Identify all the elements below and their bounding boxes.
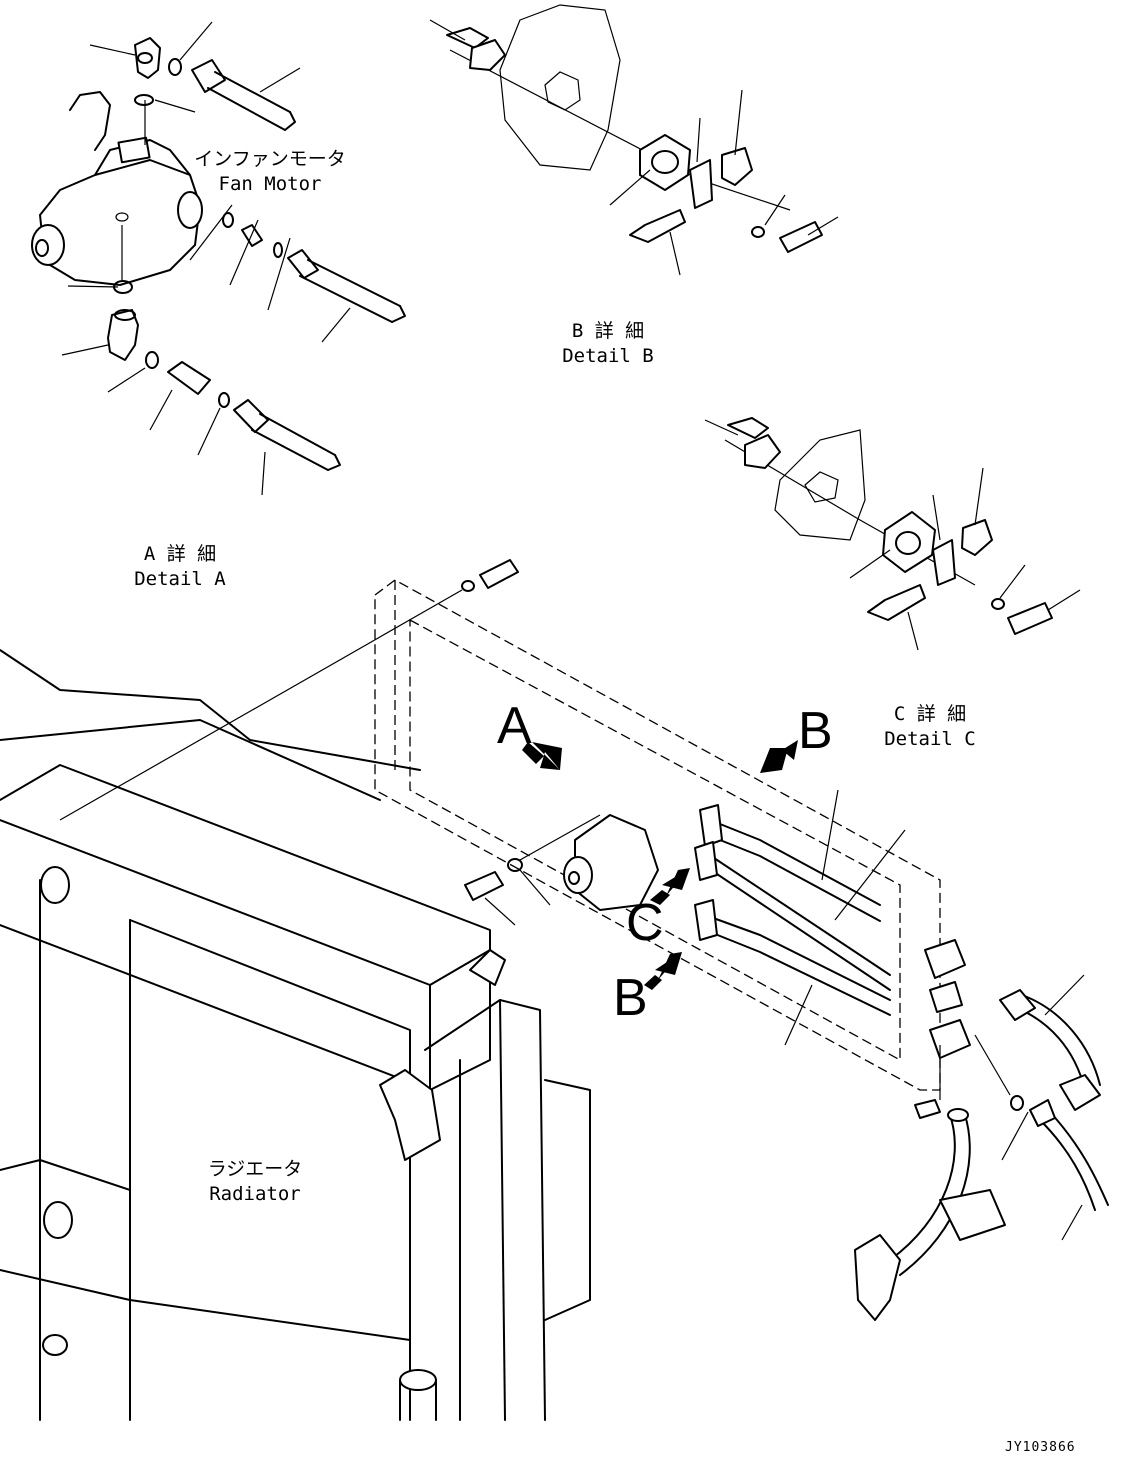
view-marker-a: A [497, 697, 532, 755]
main-assembly [0, 559, 1109, 1421]
flange-b [639, 134, 691, 191]
detail-a-title-jp: A 詳 細 [143, 543, 217, 565]
view-marker-b-top: B [798, 702, 833, 760]
arrow-a [532, 742, 562, 770]
arrow-b-top [760, 748, 788, 773]
detail-c-group [704, 417, 1081, 651]
fan-motor-body [39, 159, 201, 286]
view-arrows [522, 740, 798, 990]
fan-motor-label-en: Fan Motor [218, 173, 322, 195]
detail-a-group [31, 21, 406, 496]
flange-c [882, 511, 936, 573]
detail-c-title-en: Detail C [884, 728, 976, 750]
detail-b-title-en: Detail B [562, 345, 654, 367]
view-marker-c: C [626, 894, 664, 952]
detail-b-group [429, 4, 839, 276]
radiator-label-jp: ラジエータ [207, 1158, 303, 1180]
radiator-inlet-elbow [379, 1069, 441, 1161]
fan-motor-label-jp: インファンモータ [194, 148, 346, 170]
elbow-fitting-top [134, 37, 161, 79]
detail-a-title-en: Detail A [134, 568, 226, 590]
drawing-code: JY103866 [1005, 1440, 1076, 1455]
view-marker-b-bottom: B [613, 969, 648, 1027]
detail-b-title-jp: B 詳 細 [571, 320, 645, 342]
radiator-label-en: Radiator [209, 1183, 301, 1205]
arrow-c [662, 868, 690, 896]
arrow-b-bottom [655, 952, 682, 980]
detail-c-title-jp: C 詳 細 [893, 703, 967, 725]
